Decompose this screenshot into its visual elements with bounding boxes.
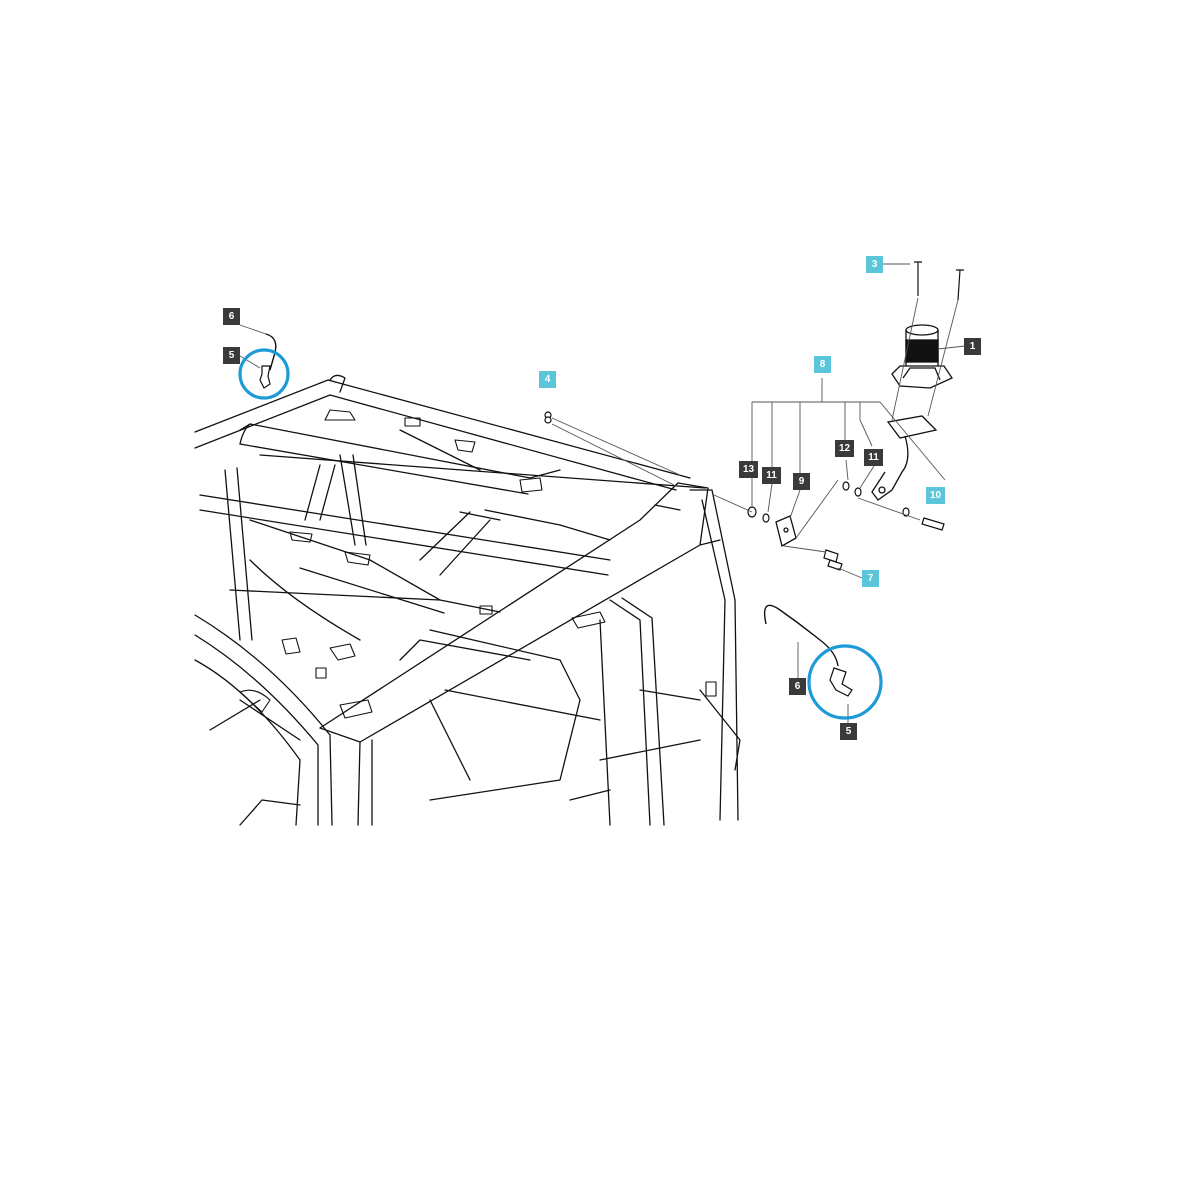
callout-3: 3 [866, 256, 883, 273]
fasteners [544, 261, 964, 571]
center-post [599, 597, 665, 826]
callout-9: 9 [793, 473, 810, 490]
callout-7: 7 [862, 570, 879, 587]
sensor-assembly-bottom-right [763, 604, 883, 720]
callout-11-left: 11 [762, 467, 781, 484]
beacon-light [891, 324, 953, 389]
callout-6-top: 6 [223, 308, 240, 325]
highlight-ring-top-left [238, 348, 290, 400]
front-left-arch [194, 454, 367, 826]
callout-13: 13 [739, 461, 758, 478]
highlight-ring-bottom-right [807, 644, 883, 720]
beacon-bracket [871, 415, 938, 501]
callout-5-bottom: 5 [840, 723, 857, 740]
callout-12: 12 [835, 440, 854, 457]
floor-structure [209, 559, 701, 826]
callout-6-bottom: 6 [789, 678, 806, 695]
roof-frame [194, 374, 706, 614]
callout-11-right: 11 [864, 449, 883, 466]
callout-1: 1 [964, 338, 981, 355]
callout-5-top: 5 [223, 347, 240, 364]
frame-brackets [239, 409, 717, 719]
callout-10: 10 [926, 487, 945, 504]
rear-corner-post [689, 489, 741, 821]
mounting-plate [775, 515, 797, 547]
leader-lines [239, 263, 966, 726]
callout-4: 4 [539, 371, 556, 388]
callout-8: 8 [814, 356, 831, 373]
sensor-assembly-top-left [238, 333, 290, 400]
